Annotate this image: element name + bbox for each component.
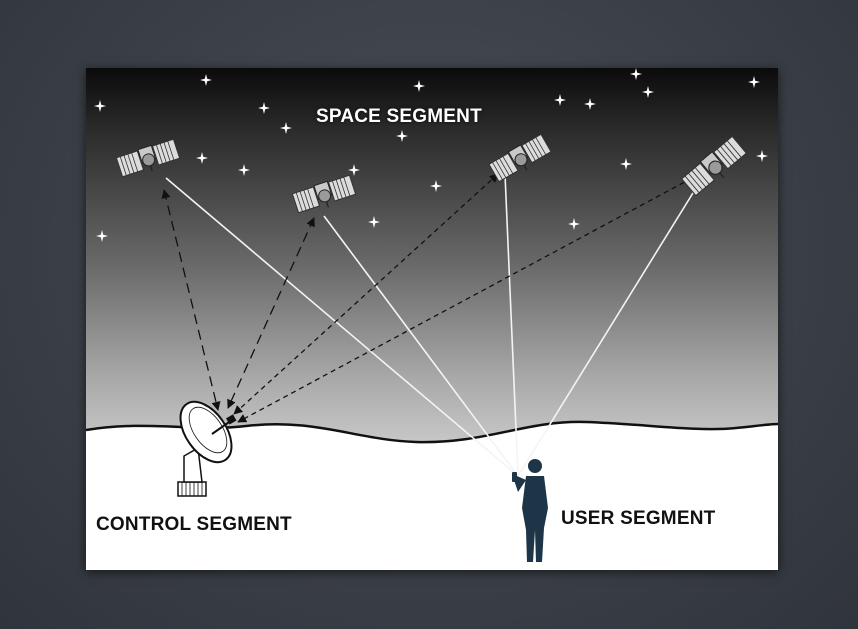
uplink-arrow xyxy=(161,189,221,411)
control-links xyxy=(161,173,693,423)
dish-antenna-icon xyxy=(177,400,237,497)
uplink-arrow xyxy=(233,173,499,415)
star-icon xyxy=(258,102,270,114)
satellite-icon xyxy=(680,134,750,200)
star-icon xyxy=(368,216,380,228)
gps-diagram xyxy=(86,68,778,570)
satellite-icon xyxy=(115,137,182,182)
star-icon xyxy=(568,218,580,230)
star-icon xyxy=(348,164,360,176)
star-icon xyxy=(642,86,654,98)
star-icon xyxy=(96,230,108,242)
ground xyxy=(86,421,778,570)
star-icon xyxy=(413,80,425,92)
satellite-icon xyxy=(291,173,358,218)
star-icon xyxy=(430,180,442,192)
control-segment-label: CONTROL SEGMENT xyxy=(96,514,292,535)
user-segment-label: USER SEGMENT xyxy=(561,508,716,529)
star-icon xyxy=(238,164,250,176)
star-icon xyxy=(280,122,292,134)
star-icon xyxy=(620,158,632,170)
uplink-arrow xyxy=(237,177,693,423)
space-segment-label: SPACE SEGMENT xyxy=(316,106,482,127)
star-icon xyxy=(200,74,212,86)
star-icon xyxy=(396,130,408,142)
star-icon xyxy=(196,152,208,164)
star-icon xyxy=(756,150,768,162)
star-icon xyxy=(584,98,596,110)
star-icon xyxy=(554,94,566,106)
star-icon xyxy=(630,68,642,80)
star-icon xyxy=(94,100,106,112)
gps-segments-slide: SPACE SEGMENT CONTROL SEGMENT USER SEGME… xyxy=(86,68,778,570)
person-icon xyxy=(512,459,548,562)
star-icon xyxy=(748,76,760,88)
star-field xyxy=(94,68,768,242)
satellite-icon xyxy=(487,132,554,186)
